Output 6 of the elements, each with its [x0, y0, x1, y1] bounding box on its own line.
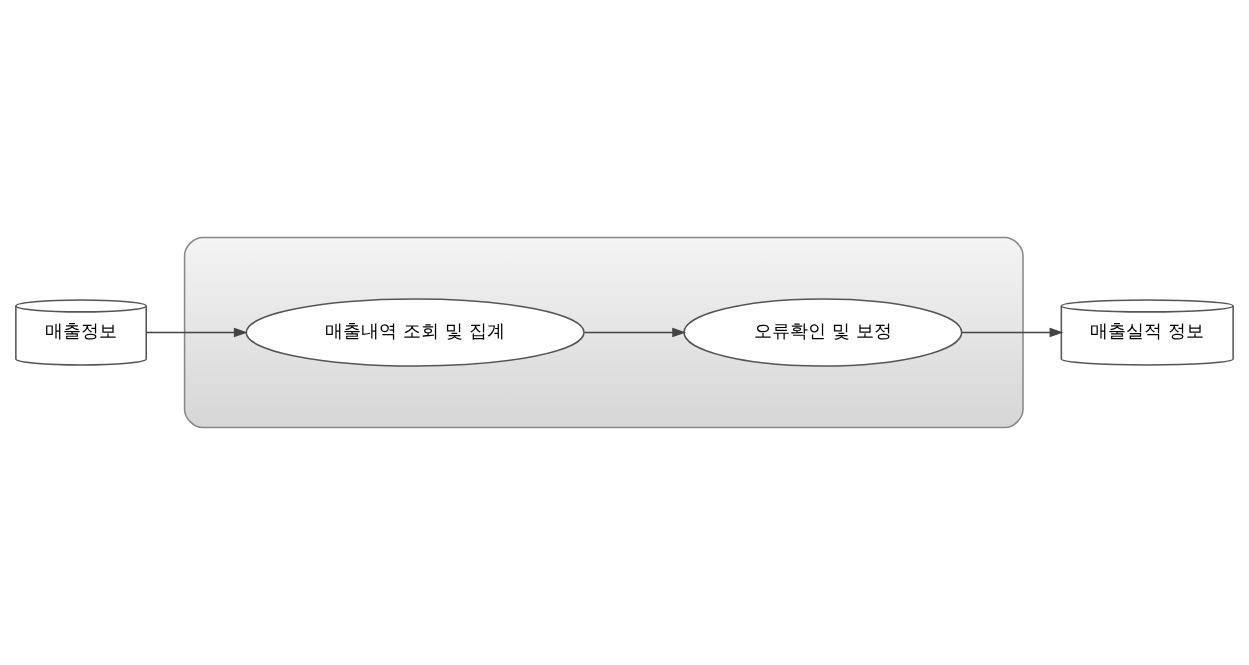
node-ellipse: 오류확인 및 보정 — [683, 298, 963, 367]
arrow — [583, 327, 687, 338]
node-ellipse: 매출내역 조회 및 집계 — [245, 298, 585, 367]
arrow — [961, 327, 1064, 338]
cluster — [183, 236, 1024, 429]
arrow — [145, 327, 248, 338]
